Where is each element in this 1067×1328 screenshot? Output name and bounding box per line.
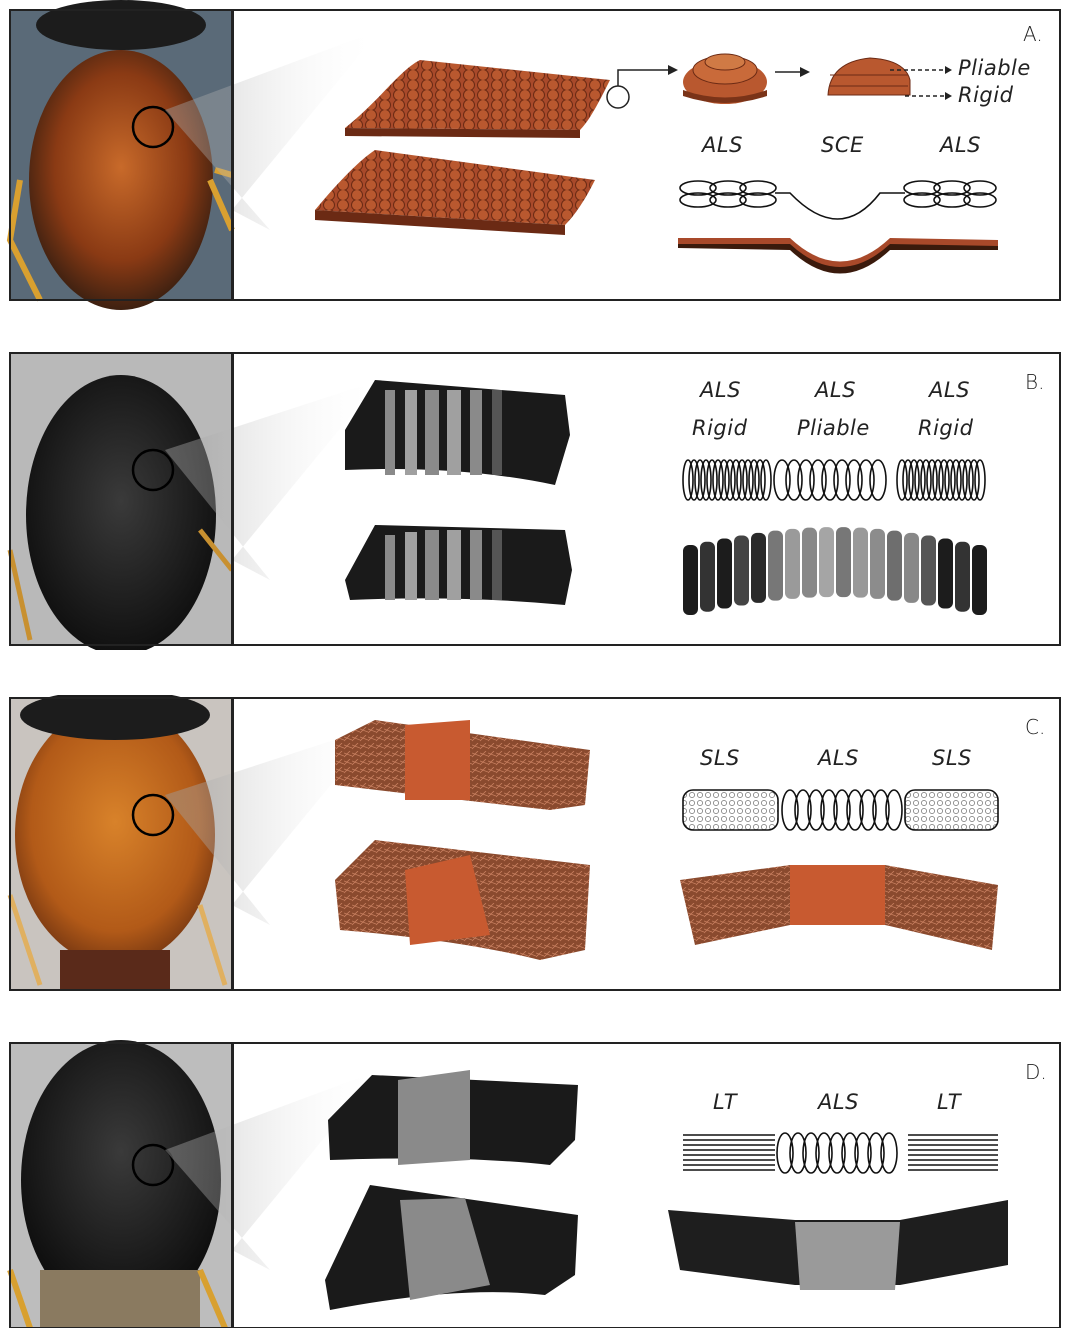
panel-d-graphic xyxy=(0,1040,1067,1328)
coil-loop xyxy=(945,460,955,500)
panel-b-second-label-3: Rigid xyxy=(918,416,973,440)
panel-c-label: C. xyxy=(1025,715,1045,739)
panel-c-top-label-2: ALS xyxy=(818,746,859,770)
coil-loop xyxy=(731,460,741,500)
coil-loop xyxy=(915,460,925,500)
coil-loop xyxy=(921,460,931,500)
coil-loop xyxy=(870,460,886,500)
fiber-bar xyxy=(683,545,698,615)
fiber-bar xyxy=(751,533,766,603)
coil-loop xyxy=(761,460,771,500)
fiber-bar xyxy=(734,536,749,606)
fiber-bar xyxy=(955,542,970,612)
panel-b-label: B. xyxy=(1025,370,1044,394)
panel-a-top-label-1: ALS xyxy=(702,133,743,157)
coil-loop xyxy=(933,460,943,500)
panel-b-top-label-2: ALS xyxy=(815,378,856,402)
panel-d: D. LT ALS LT xyxy=(0,1040,1067,1328)
coil-loop xyxy=(969,460,979,500)
panel-d-top-label-1: LT xyxy=(713,1090,737,1114)
coil-loop xyxy=(951,460,961,500)
panel-b-second-label-2: Pliable xyxy=(797,416,870,440)
coil-loop xyxy=(957,460,967,500)
coil-loop xyxy=(897,460,907,500)
coil-loop xyxy=(743,460,753,500)
panel-b-top-label-3: ALS xyxy=(929,378,970,402)
coil-loop xyxy=(683,460,693,500)
coil-loop xyxy=(725,460,735,500)
fiber-bar xyxy=(717,538,732,608)
panel-d-top-label-2: ALS xyxy=(818,1090,859,1114)
coil-loop xyxy=(737,460,747,500)
coil-loop xyxy=(927,460,937,500)
fiber-bar xyxy=(853,528,868,598)
fiber-bar xyxy=(836,527,851,597)
coil-loop xyxy=(707,460,717,500)
specimen-photo-b xyxy=(10,353,232,650)
panel-a-top-label-3: ALS xyxy=(940,133,981,157)
coil-loop xyxy=(695,460,705,500)
panel-a-top-label-2: SCE xyxy=(821,133,864,157)
coil-loop xyxy=(963,460,973,500)
panel-a-label-pliable: Pliable xyxy=(958,56,1031,80)
panel-c-graphic xyxy=(0,695,1067,995)
fiber-bar xyxy=(938,538,953,608)
fiber-bar xyxy=(768,531,783,601)
coil-loop xyxy=(689,460,699,500)
panel-a-label-rigid: Rigid xyxy=(958,83,1013,107)
panel-b-graphic xyxy=(0,350,1067,650)
panel-d-label: D. xyxy=(1025,1060,1047,1084)
coil-loop xyxy=(755,460,765,500)
coil-loop xyxy=(713,460,723,500)
panel-c: C. SLS ALS SLS xyxy=(0,695,1067,995)
panel-b: B. ALS ALS ALS Rigid Pliable Rigid xyxy=(0,350,1067,650)
fiber-bar xyxy=(887,531,902,601)
coil-loop xyxy=(909,460,919,500)
panel-d-top-label-3: LT xyxy=(937,1090,961,1114)
panel-c-top-label-1: SLS xyxy=(700,746,740,770)
fiber-bar xyxy=(972,545,987,615)
panel-a: A. Pliable Rigid ALS SCE ALS xyxy=(0,0,1067,310)
fiber-bar xyxy=(819,527,834,597)
fiber-bar xyxy=(904,533,919,603)
fiber-bar xyxy=(870,529,885,599)
coil-loop xyxy=(975,460,985,500)
coil-loop xyxy=(719,460,729,500)
panel-b-second-label-1: Rigid xyxy=(692,416,747,440)
panel-a-label: A. xyxy=(1023,22,1043,46)
panel-c-top-label-3: SLS xyxy=(932,746,972,770)
coil-loop xyxy=(939,460,949,500)
coil-loop xyxy=(903,460,913,500)
coil-loop xyxy=(749,460,759,500)
panel-a-graphic xyxy=(0,0,1067,310)
fiber-bar xyxy=(785,529,800,599)
fiber-bar xyxy=(921,536,936,606)
panel-b-top-label-1: ALS xyxy=(700,378,741,402)
specimen-photo-c xyxy=(10,695,232,990)
fiber-bar xyxy=(802,528,817,598)
specimen-photo-a xyxy=(10,0,232,310)
coil-loop xyxy=(701,460,711,500)
fiber-bar xyxy=(700,542,715,612)
